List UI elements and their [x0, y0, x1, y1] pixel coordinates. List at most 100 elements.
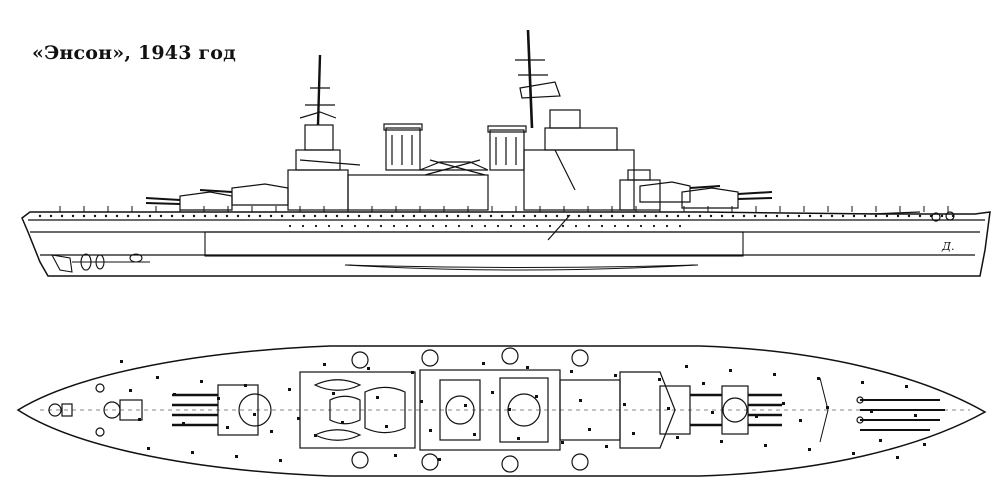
porthole	[214, 214, 218, 218]
porthole	[478, 214, 482, 218]
side-profile	[21, 29, 991, 277]
porthole	[159, 214, 163, 218]
porthole	[335, 214, 339, 218]
deck-fitting	[235, 455, 238, 458]
porthole	[687, 214, 691, 218]
deck-fitting	[685, 365, 688, 368]
porthole	[613, 224, 617, 228]
porthole	[225, 214, 229, 218]
porthole	[885, 214, 889, 218]
porthole	[489, 214, 493, 218]
porthole	[280, 214, 284, 218]
porthole	[698, 214, 702, 218]
plan-view	[16, 345, 987, 477]
porthole	[115, 214, 119, 218]
funnels	[383, 123, 527, 171]
porthole	[574, 224, 578, 228]
porthole	[353, 224, 357, 228]
bow-details	[869, 211, 955, 222]
porthole	[192, 214, 196, 218]
plan-deck-fittings	[120, 360, 926, 462]
deck-fitting	[429, 429, 432, 432]
deck-fitting	[156, 376, 159, 379]
hull-outline	[21, 211, 991, 277]
deck-fitting	[376, 396, 379, 399]
porthole	[654, 214, 658, 218]
porthole	[324, 214, 328, 218]
deck-fitting	[658, 378, 661, 381]
porthole	[544, 214, 548, 218]
drawing-caption: «Энсон», 1943 год	[32, 42, 237, 64]
porthole	[434, 214, 438, 218]
deck-fitting	[579, 399, 582, 402]
deck-fitting	[676, 436, 679, 439]
porthole	[632, 214, 636, 218]
secondary-mount	[351, 451, 369, 469]
deck-fitting	[526, 366, 529, 369]
porthole	[786, 214, 790, 218]
porthole	[418, 224, 422, 228]
porthole	[148, 214, 152, 218]
deck-fitting	[270, 430, 273, 433]
secondary-mount	[421, 453, 439, 471]
deck-fitting	[764, 444, 767, 447]
porthole	[412, 214, 416, 218]
deck-fitting	[394, 454, 397, 457]
plan-stern-fittings	[48, 383, 105, 437]
porthole	[896, 214, 900, 218]
portholes	[38, 214, 955, 228]
porthole	[874, 214, 878, 218]
deck-fitting	[817, 377, 820, 380]
secondary-mount	[571, 453, 589, 471]
deck-fitting	[200, 380, 203, 383]
plan-secondary-mounts	[351, 347, 589, 473]
porthole	[599, 214, 603, 218]
porthole	[918, 214, 922, 218]
porthole	[808, 214, 812, 218]
deck-fitting	[861, 381, 864, 384]
deck-fitting	[720, 440, 723, 443]
porthole	[522, 214, 526, 218]
porthole	[467, 214, 471, 218]
deck-fitting	[535, 395, 538, 398]
porthole	[258, 214, 262, 218]
deck-fitting	[852, 452, 855, 455]
porthole	[401, 214, 405, 218]
porthole	[509, 224, 513, 228]
porthole	[181, 214, 185, 218]
porthole	[456, 214, 460, 218]
porthole	[340, 224, 344, 228]
deck-fitting	[253, 413, 256, 416]
secondary-mount	[501, 347, 519, 365]
porthole	[907, 214, 911, 218]
porthole	[720, 214, 724, 218]
porthole	[236, 214, 240, 218]
porthole	[104, 214, 108, 218]
deck-fitting	[438, 458, 441, 461]
porthole	[379, 214, 383, 218]
deck-fitting	[147, 447, 150, 450]
aft-deckhouse	[619, 169, 661, 211]
deck-fitting	[826, 406, 829, 409]
deck-fitting	[914, 414, 917, 417]
porthole	[610, 214, 614, 218]
porthole	[500, 214, 504, 218]
forward-turrets	[145, 183, 289, 211]
porthole	[819, 214, 823, 218]
porthole	[368, 214, 372, 218]
porthole	[392, 224, 396, 228]
deck-fitting	[173, 393, 176, 396]
deck-fitting	[508, 408, 511, 411]
deck-fitting	[782, 402, 785, 405]
porthole	[830, 214, 834, 218]
porthole	[301, 224, 305, 228]
deck-fitting	[905, 385, 908, 388]
deck-fitting	[879, 439, 882, 442]
deck-fitting	[632, 432, 635, 435]
porthole	[588, 214, 592, 218]
porthole	[587, 224, 591, 228]
deck-fitting	[896, 456, 899, 459]
deck-fitting	[120, 360, 123, 363]
porthole	[652, 224, 656, 228]
